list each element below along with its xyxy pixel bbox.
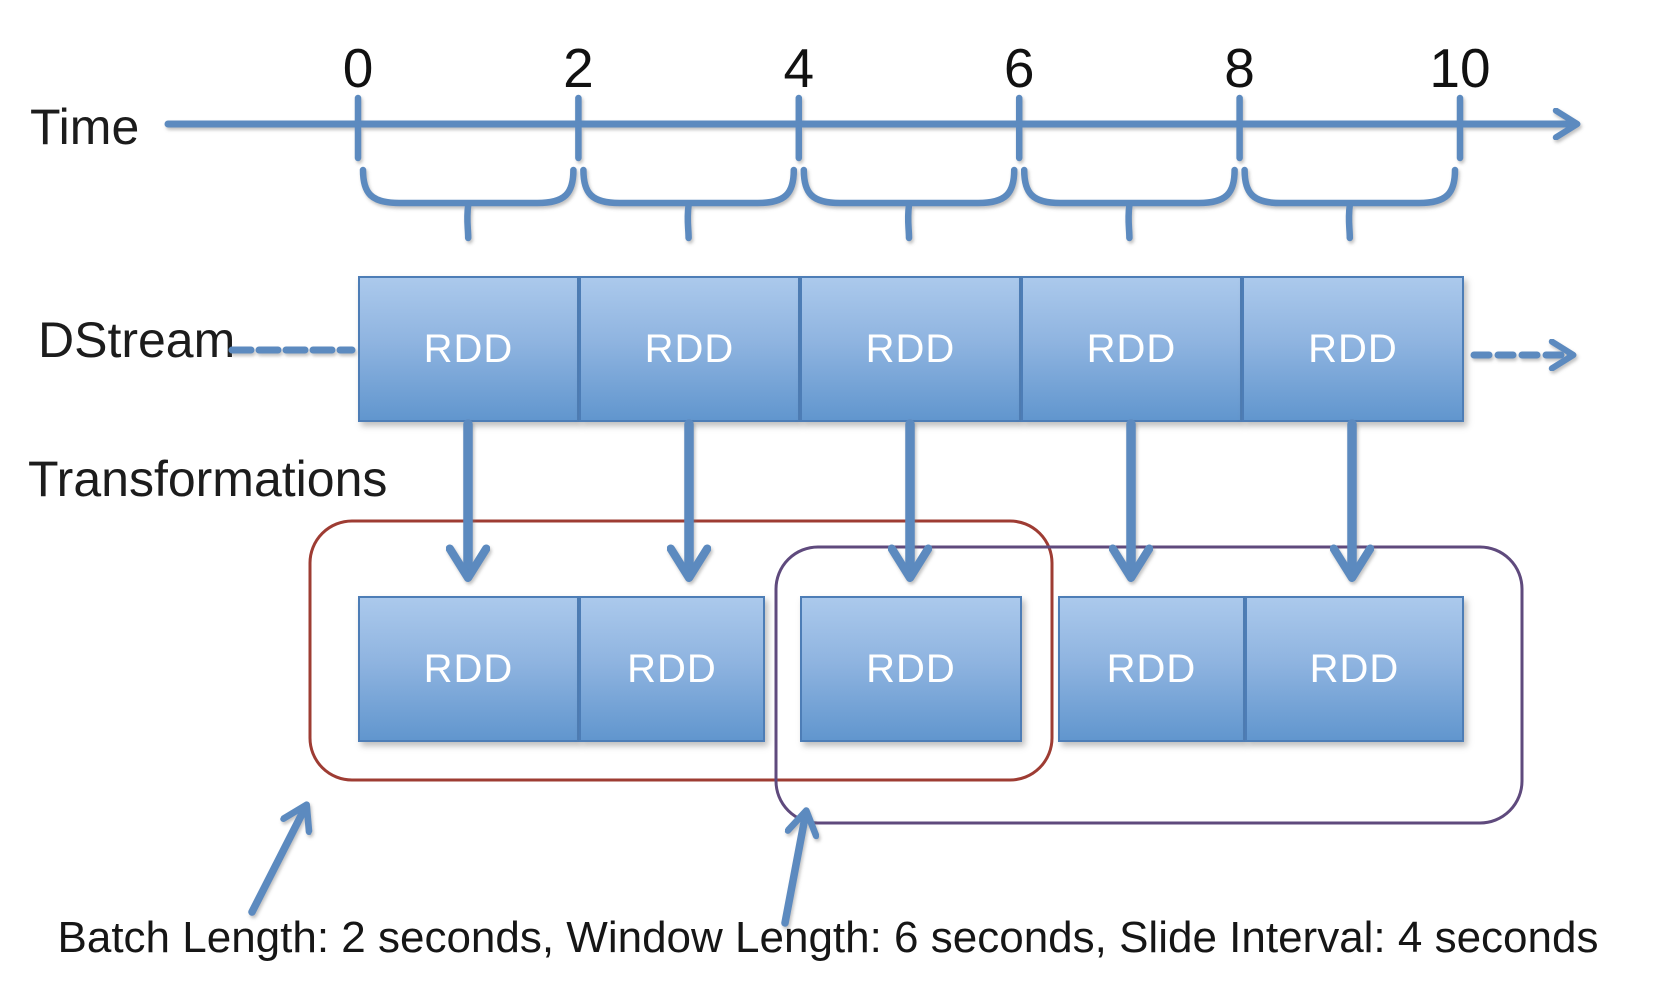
time-tick-label: 10: [1429, 37, 1491, 99]
rdd-block: RDD: [800, 276, 1021, 422]
batch-interval-brace: [359, 166, 577, 207]
rdd-block: RDD: [579, 276, 800, 422]
batch-interval-brace-tip: [684, 201, 692, 242]
batch-interval-brace: [1020, 166, 1238, 207]
time-tick-label: 2: [563, 37, 594, 99]
rdd-block: RDD: [1242, 276, 1464, 422]
batch-interval-brace-tip: [1345, 201, 1354, 242]
rdd-block: RDD: [1058, 596, 1245, 742]
dstream-label: DStream: [38, 312, 236, 368]
caption-text: Batch Length: 2 seconds, Window Length: …: [57, 913, 1599, 962]
rdd-block: RDD: [1245, 596, 1464, 742]
time-tick-label: 4: [783, 37, 815, 99]
rdd-block: RDD: [1021, 276, 1242, 422]
transformations-label: Transformations: [28, 451, 388, 507]
batch-interval-brace: [800, 166, 1018, 207]
batch-interval-brace: [1241, 166, 1459, 207]
slide-pointer-arrow: [781, 812, 806, 927]
batch-interval-brace: [580, 166, 798, 207]
rdd-block: RDD: [358, 276, 579, 422]
window-pointer-arrow: [248, 806, 306, 916]
rdd-block: RDD: [800, 596, 1022, 742]
rdd-block: RDD: [358, 596, 579, 742]
batch-interval-brace-tip: [1125, 201, 1133, 242]
batch-interval-brace-tip: [464, 201, 472, 242]
time-tick-label: 6: [1003, 37, 1035, 99]
rdd-block: RDD: [579, 596, 765, 742]
time-tick-label: 0: [342, 37, 374, 99]
batch-interval-brace-tip: [904, 201, 913, 242]
time-tick-label: 8: [1224, 37, 1255, 99]
time-axis-label: Time: [30, 99, 140, 155]
